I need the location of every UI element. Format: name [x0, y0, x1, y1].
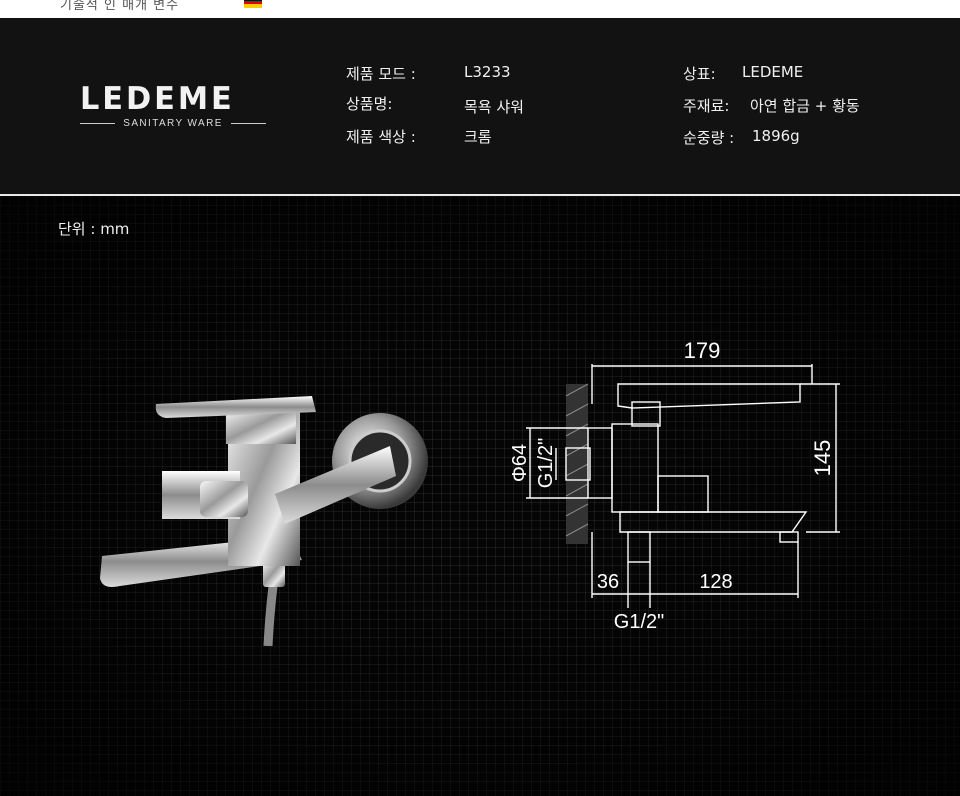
faucet-photo — [100, 396, 428, 646]
knob-outline — [657, 475, 709, 513]
dim-thread-vertical: G1/2" — [535, 438, 557, 488]
unit-label: 단위 : mm — [58, 220, 130, 238]
dim-offset: 36 — [597, 571, 619, 593]
weight-value: 1896g — [752, 127, 800, 145]
brand-logo: LEDEME SANITARY WARE — [80, 81, 267, 129]
background-vignette — [0, 196, 960, 796]
logo-rule-left — [80, 123, 116, 124]
material-value: 아연 합금 + 황동 — [750, 97, 860, 115]
color-value: 크롬 — [464, 128, 492, 146]
material-label: 주재료: — [683, 97, 730, 115]
wall-hatch — [566, 384, 588, 544]
hose-outlet-outline — [627, 531, 651, 563]
lever-outline — [617, 383, 801, 409]
body-outline — [611, 423, 659, 513]
color-label: 제품 색상 : — [346, 128, 416, 146]
flange-outline — [587, 427, 613, 499]
logo-tagline: SANITARY WARE — [123, 118, 223, 129]
pipe-outline — [565, 447, 591, 481]
dim-height: 145 — [810, 440, 835, 477]
aerator-outline — [779, 531, 799, 543]
spout-outline — [619, 511, 808, 533]
dim-width-total: 179 — [684, 338, 721, 363]
dim-diameter: Φ64 — [509, 444, 531, 482]
product-name-label: 상품명: — [346, 95, 393, 113]
brand-label: 상표: — [683, 65, 716, 83]
model-label: 제품 모드 : — [346, 65, 416, 83]
lever-base-outline — [631, 401, 661, 427]
model-value: L3233 — [464, 63, 511, 81]
brand-value: LEDEME — [742, 63, 804, 81]
product-section: 단위 : mm — [0, 196, 960, 796]
lever-handle — [155, 396, 316, 418]
lever-base — [226, 410, 296, 444]
dim-spout-length: 128 — [699, 571, 732, 593]
logo-wordmark: LEDEME — [80, 81, 235, 117]
weight-label: 순중량 : — [683, 129, 735, 147]
product-name-value: 목욕 샤워 — [464, 98, 524, 116]
logo-rule-right — [230, 123, 267, 124]
spec-header: LEDEME SANITARY WARE 제품 모드 : L3233 상품명: … — [0, 18, 960, 196]
right-arm — [275, 446, 396, 524]
top-bar-title: 기술적 인 매개 변수 — [60, 0, 180, 13]
dim-thread-bottom: G1/2" — [614, 611, 664, 633]
diverter-knob — [200, 481, 248, 517]
dimension-drawing: 179 145 Φ64 G1/2" 36 128 G1/2" — [509, 338, 840, 633]
german-flag-icon — [244, 0, 262, 8]
hose-connector — [263, 561, 285, 587]
top-bar: 기술적 인 매개 변수 — [0, 0, 960, 18]
